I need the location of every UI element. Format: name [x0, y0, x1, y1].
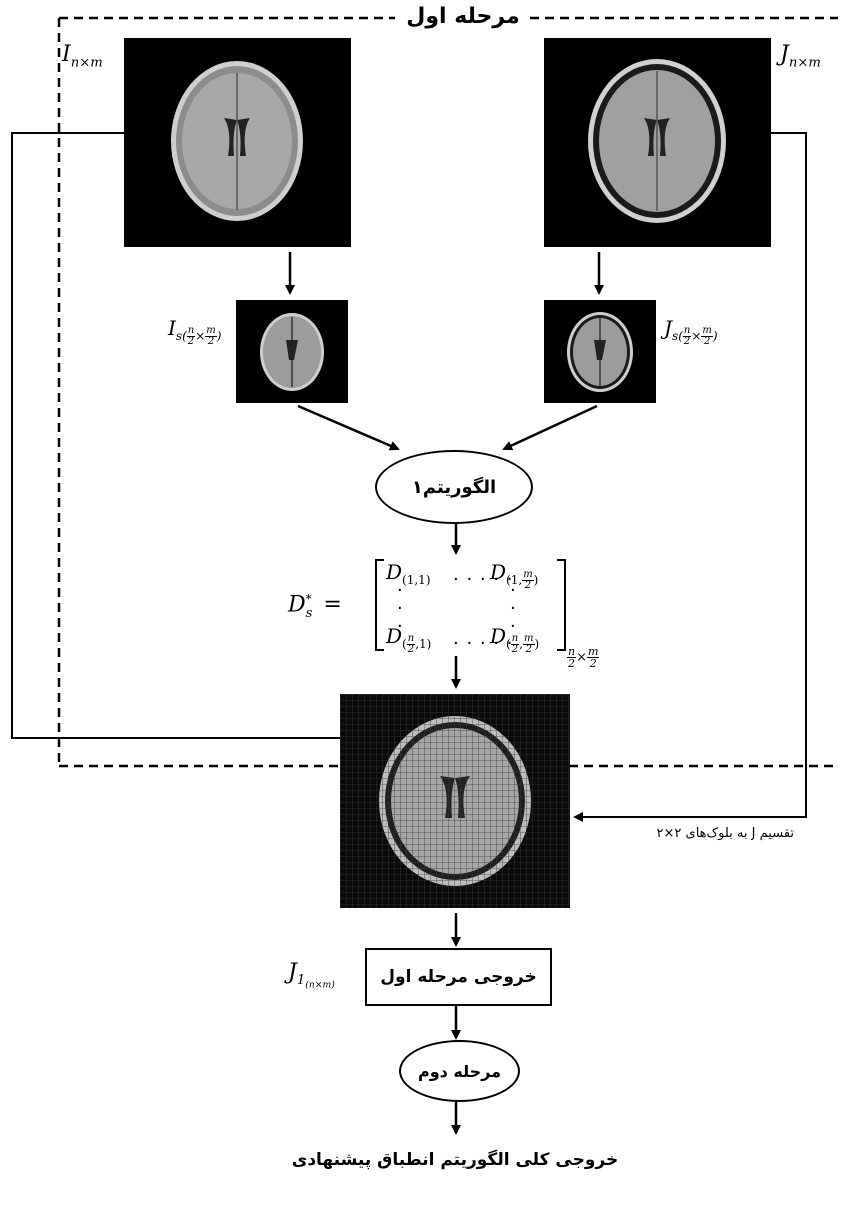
algorithm1-node: الگوریتم۱	[375, 450, 533, 524]
split-blocks-label: تقسیم J به بلوک‌های ۲×۲	[656, 826, 794, 841]
matrix-brackets	[375, 559, 566, 651]
image-I-original	[124, 38, 351, 247]
stage1-output-box: خروجی مرحله اول	[365, 948, 552, 1006]
matrix-col2-dots: ···	[510, 580, 516, 637]
label-Ds: D*s =	[288, 592, 342, 621]
image-block-reconstructed	[340, 694, 570, 908]
left-feed-line	[11, 132, 394, 743]
image-J-deformed	[544, 38, 771, 247]
right-feed-line	[573, 132, 807, 822]
label-J1: J1(n×m)	[288, 960, 335, 992]
matrix-row1-dots: . . . . .	[453, 564, 514, 585]
stage2-node: مرحله دوم	[399, 1040, 520, 1102]
image-Is-downsampled	[236, 300, 348, 403]
stage1-frame	[57, 16, 838, 768]
stage1-title: مرحله اول	[400, 4, 526, 32]
matrix-col1-dots: ···	[397, 580, 403, 637]
matrix-d11: D(1,1)	[386, 560, 431, 587]
final-output-label: خروجی کلی الگوریتم انطباق پیشنهادی	[291, 1150, 619, 1170]
image-Js-downsampled	[544, 300, 656, 403]
matrix-row2-dots: . . . . .	[453, 628, 514, 649]
label-J: Jn×m	[780, 42, 821, 71]
label-I: In×m	[62, 42, 103, 71]
